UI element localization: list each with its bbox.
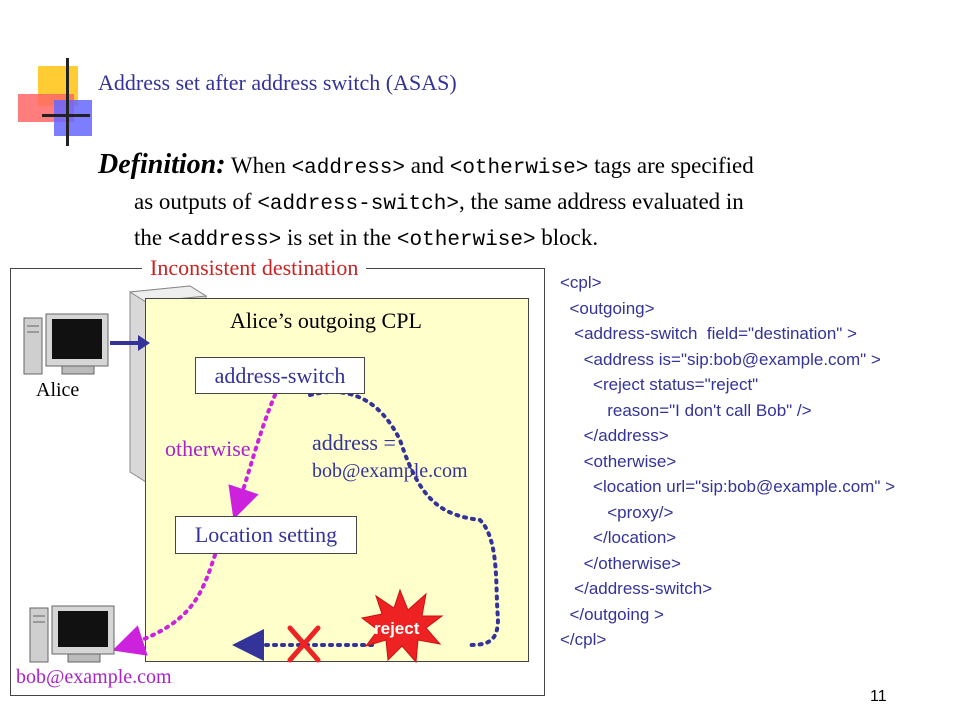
code-line: reason="I don't call Bob" /> bbox=[560, 400, 812, 420]
definition-code-token: <otherwise> bbox=[449, 157, 589, 180]
bob-label: bob@example.com bbox=[16, 666, 172, 688]
page-number: 11 bbox=[870, 688, 887, 705]
code-line: <reject status="reject" bbox=[560, 375, 759, 394]
alice-label: Alice bbox=[36, 379, 80, 401]
address-path bbox=[308, 390, 501, 647]
code-line: </address-switch> bbox=[560, 579, 713, 598]
blocked-cross-icon bbox=[287, 625, 321, 663]
definition-text: When bbox=[225, 153, 292, 178]
code-line: <cpl> bbox=[560, 273, 602, 292]
definition-line-2: as outputs of <address-switch>, the same… bbox=[98, 185, 928, 221]
code-line: </location> bbox=[560, 528, 677, 547]
address-label: address = bbox=[312, 430, 396, 455]
cpl-title: Alice’s outgoing CPL bbox=[230, 308, 422, 333]
cpl-code-block: <cpl> <outgoing> <address-switch field="… bbox=[560, 270, 895, 653]
definition-text: block. bbox=[535, 225, 599, 250]
slide-logo bbox=[14, 56, 94, 146]
reject-label: reject bbox=[374, 619, 420, 638]
code-line: <address is="sip:bob@example.com" > bbox=[560, 349, 881, 369]
definition-term: Definition: bbox=[98, 149, 226, 180]
code-line: <otherwise> bbox=[560, 451, 677, 471]
definition-text: as outputs of bbox=[134, 189, 258, 214]
address-value: bob@example.com bbox=[312, 460, 468, 482]
code-line: <address-switch field="destination" > bbox=[560, 324, 857, 343]
definition-text: and bbox=[405, 153, 450, 178]
address-switch-node: address-switch bbox=[195, 357, 365, 394]
definition-code-token: <address> bbox=[167, 229, 282, 252]
definition-code-token: <address-switch> bbox=[257, 193, 459, 216]
otherwise-path bbox=[228, 393, 277, 520]
reject-starburst-icon bbox=[360, 588, 444, 664]
definition-code-token: <address> bbox=[291, 157, 405, 180]
definition-code-token: <otherwise> bbox=[396, 229, 536, 252]
location-to-bob-path bbox=[112, 553, 217, 656]
otherwise-label: otherwise bbox=[165, 436, 251, 461]
code-line: </cpl> bbox=[560, 630, 607, 649]
code-line: <proxy/> bbox=[560, 502, 674, 522]
code-line: </outgoing > bbox=[560, 604, 664, 624]
code-line: </otherwise> bbox=[560, 553, 681, 573]
bob-computer-icon bbox=[29, 605, 115, 663]
slide-title: Address set after address switch (ASAS) bbox=[98, 70, 457, 95]
definition-line-3: the <address> is set in the <otherwise> … bbox=[98, 221, 928, 257]
code-line: <location url="sip:bob@example.com" > bbox=[560, 477, 896, 496]
definition-text: is set in the bbox=[281, 225, 397, 250]
definition-text: the bbox=[134, 225, 168, 250]
definition-text: , the same address evaluated in bbox=[458, 189, 744, 214]
alice-computer-icon bbox=[23, 313, 109, 375]
definition-line-1: Definition: When <address> and <otherwis… bbox=[98, 148, 928, 185]
location-setting-node: Location setting bbox=[175, 516, 357, 554]
frame-label: Inconsistent destination bbox=[142, 255, 367, 281]
definition-block: Definition: When <address> and <otherwis… bbox=[98, 148, 928, 257]
definition-text: tags are specified bbox=[588, 153, 754, 178]
code-line: </address> bbox=[560, 426, 669, 445]
code-line: <outgoing> bbox=[560, 298, 655, 318]
